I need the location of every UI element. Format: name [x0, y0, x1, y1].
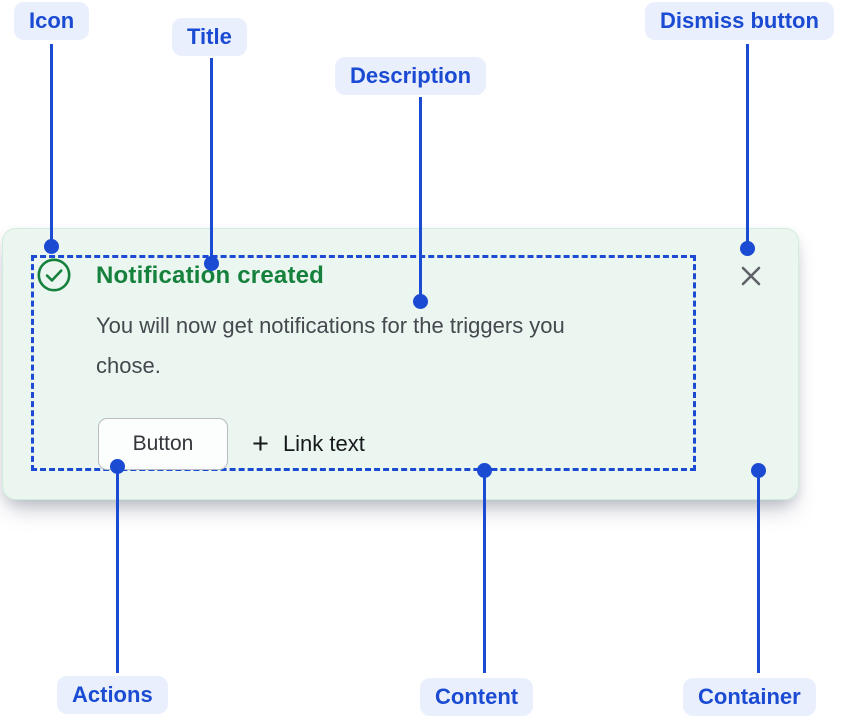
callout-label-content: Content — [420, 678, 534, 716]
action-link[interactable]: + Link text — [252, 427, 365, 460]
callout-line-dismiss — [746, 44, 749, 248]
callout-line-content — [483, 470, 486, 673]
notification-actions: Button + Link text — [98, 418, 365, 470]
plus-icon: + — [252, 427, 269, 460]
callout-label-container: Container — [683, 678, 816, 716]
callout-line-actions — [116, 466, 119, 673]
callout-dot-title — [204, 256, 219, 271]
callout-label-dismiss-button: Dismiss button — [645, 2, 834, 40]
callout-line-icon — [50, 44, 53, 246]
callout-label-title: Title — [172, 18, 247, 56]
callout-line-container — [757, 470, 760, 673]
callout-dot-description — [413, 294, 428, 309]
callout-dot-content — [477, 463, 492, 478]
callout-dot-dismiss — [740, 241, 755, 256]
callout-line-description — [419, 97, 422, 301]
dismiss-button[interactable] — [737, 262, 765, 290]
callout-label-description: Description — [335, 57, 487, 95]
action-link-label: Link text — [282, 431, 365, 456]
notification-description: You will now get notifications for the t… — [96, 313, 565, 378]
callout-line-title — [210, 58, 213, 263]
check-circle-icon — [37, 258, 71, 292]
callout-dot-actions — [110, 459, 125, 474]
callout-dot-icon — [44, 239, 59, 254]
callout-label-icon: Icon — [14, 2, 90, 40]
callout-dot-container — [751, 463, 766, 478]
callout-label-actions: Actions — [57, 676, 168, 714]
close-icon — [741, 266, 761, 286]
